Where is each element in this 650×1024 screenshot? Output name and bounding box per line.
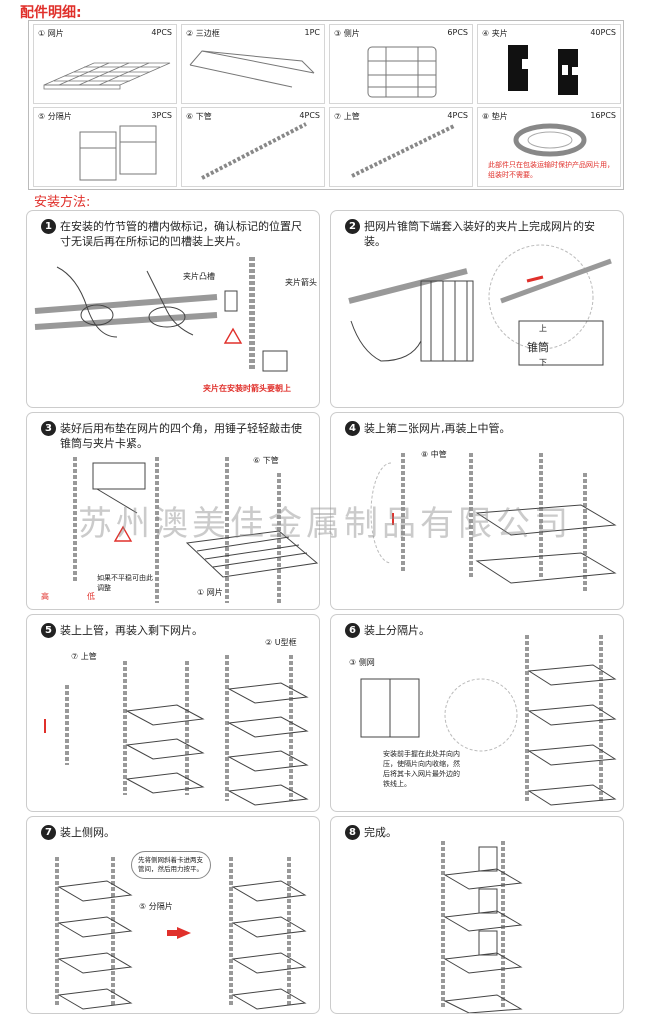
part-qty: 4PCS	[299, 111, 320, 120]
adjust-note: 如果不平稳可由此调整	[97, 574, 153, 592]
part-name: ⑥ 下管	[186, 112, 212, 121]
part-qty: 16PCS	[590, 111, 616, 120]
label-up: 上	[539, 324, 547, 333]
part-name: ⑤ 分隔片	[38, 112, 72, 121]
part-cell-divider: ⑤ 分隔片 3PCS	[33, 107, 177, 187]
step-text: 装上分隔片。	[364, 624, 430, 637]
lower-pipe-illustration	[201, 122, 307, 180]
divider-illustration	[79, 125, 157, 181]
step-number: 6	[345, 623, 360, 638]
label-divider: ⑤ 分隔片	[139, 902, 173, 911]
label-down: 下	[539, 358, 547, 367]
step-4-illustration	[370, 453, 617, 591]
step-6-panel: 6 装上分隔片。 ③ 侧网 安装前手握在此处并向内压，使隔片向内收缩，然后将其卡…	[330, 614, 624, 812]
step-3-panel: 3 装好后用布垫在网片的四个角，用锤子轻轻敲击使锥筒与夹片卡紧。 ⑥ 下管 ① …	[26, 412, 320, 610]
step-5-illustration	[44, 655, 309, 806]
part-qty: 40PCS	[590, 28, 616, 37]
step-text: 装上上管，再装入剩下网片。	[60, 624, 203, 637]
step-4-panel: 4 装上第二张网片,再装上中管。 ⑧ 中管	[330, 412, 624, 610]
pad-note: 此部件只在包装运输时保护产品网片用，组装时不需要。	[488, 161, 614, 179]
wire-shelf-illustration	[43, 62, 171, 90]
label-clip-arrow: 夹片箭头	[285, 278, 317, 287]
parts-list: ① 网片 4PCS ② 三边框 1PC ③ 侧片 6PCS	[28, 20, 624, 190]
step-number: 1	[41, 219, 56, 234]
u-frame-illustration	[189, 50, 315, 88]
warning-text: 夹片在安装时箭头要朝上	[203, 384, 291, 393]
part-cell-clip: ④ 夹片 40PCS	[477, 24, 621, 104]
part-cell-upper-pipe: ⑦ 上管 4PCS	[329, 107, 473, 187]
part-name: ⑧ 垫片	[482, 112, 508, 121]
step-2-illustration	[348, 244, 612, 366]
label-u-frame: ② U型框	[265, 638, 297, 647]
step-8-panel: 8 完成。	[330, 816, 624, 1014]
step-number: 2	[345, 219, 360, 234]
label-lower-pipe: ⑥ 下管	[253, 456, 279, 465]
label-side-net: ③ 侧网	[349, 658, 375, 667]
step-1-panel: 1 在安装的竹节管的槽内做标记，确认标记的位置尺寸无误后再在所标记的凹槽装上夹片…	[26, 210, 320, 408]
step-8-illustration	[441, 841, 523, 1013]
side-net-bubble: 先将侧网斜着卡进两支管间，然后用力按平。	[131, 851, 211, 879]
step-text: 装上第二张网片,再装上中管。	[364, 422, 511, 435]
divider-note: 安装前手握在此处并向内压，使隔片向内收缩，然后将其卡入网片最外边的铁线上。	[383, 750, 460, 788]
label-shelf: ① 网片	[197, 588, 223, 597]
part-qty: 4PCS	[151, 28, 172, 37]
label-cone: 锥筒	[527, 341, 549, 354]
part-qty: 6PCS	[447, 28, 468, 37]
part-cell-frame: ② 三边框 1PC	[181, 24, 325, 104]
part-name: ③ 侧片	[334, 29, 360, 38]
upper-pipe-illustration	[351, 124, 455, 178]
step-number: 7	[41, 825, 56, 840]
step-2-panel: 2 把网片锥筒下端套入装好的夹片上完成网片的安装。 上 锥筒 下	[330, 210, 624, 408]
part-name: ① 网片	[38, 29, 64, 38]
step-text: 装上侧网。	[60, 826, 115, 839]
part-cell-side-panel: ③ 侧片 6PCS	[329, 24, 473, 104]
step-text: 在安装的竹节管的槽内做标记，确认标记的位置尺寸无误后再在所标记的凹槽装上夹片。	[60, 220, 302, 248]
label-clip-groove: 夹片凸槽	[183, 272, 215, 281]
part-cell-pad: ⑧ 垫片 16PCS 此部件只在包装运输时保护产品网片用，组装时不需要。	[477, 107, 621, 187]
part-qty: 1PC	[304, 28, 321, 37]
part-name: ② 三边框	[186, 29, 220, 38]
side-panel-illustration	[367, 46, 437, 98]
step-number: 3	[41, 421, 56, 436]
step-1-illustration	[34, 257, 288, 372]
parts-section-title: 配件明细:	[20, 5, 82, 21]
step-3-illustration	[73, 457, 319, 603]
label-upper-pipe: ⑦ 上管	[71, 652, 97, 661]
part-qty: 3PCS	[151, 111, 172, 120]
label-high: 高	[41, 592, 49, 601]
step-text: 把网片锥筒下端套入装好的夹片上完成网片的安装。	[364, 220, 595, 248]
part-cell-lower-pipe: ⑥ 下管 4PCS	[181, 107, 325, 187]
part-qty: 4PCS	[447, 111, 468, 120]
clip-illustration	[508, 45, 578, 95]
step-7-panel: 7 装上侧网。 先将侧网斜着卡进两支管间，然后用力按平。 ⑤ 分隔片	[26, 816, 320, 1014]
step-7-illustration	[55, 857, 307, 1010]
step-6-illustration	[360, 635, 617, 806]
step-number: 5	[41, 623, 56, 638]
label-middle-pipe: ⑧ 中管	[421, 450, 447, 459]
step-5-panel: 5 装上上管，再装入剩下网片。 ⑦ 上管 ② U型框	[26, 614, 320, 812]
step-number: 8	[345, 825, 360, 840]
step-number: 4	[345, 421, 360, 436]
part-name: ⑦ 上管	[334, 112, 360, 121]
method-section-title: 安装方法:	[34, 195, 91, 210]
part-name: ④ 夹片	[482, 29, 508, 38]
label-low: 低	[87, 592, 95, 601]
step-text: 装好后用布垫在网片的四个角，用锤子轻轻敲击使锥筒与夹片卡紧。	[60, 422, 302, 450]
pad-ring-illustration	[513, 123, 587, 157]
part-cell-shelf: ① 网片 4PCS	[33, 24, 177, 104]
step-text: 完成。	[364, 826, 397, 839]
